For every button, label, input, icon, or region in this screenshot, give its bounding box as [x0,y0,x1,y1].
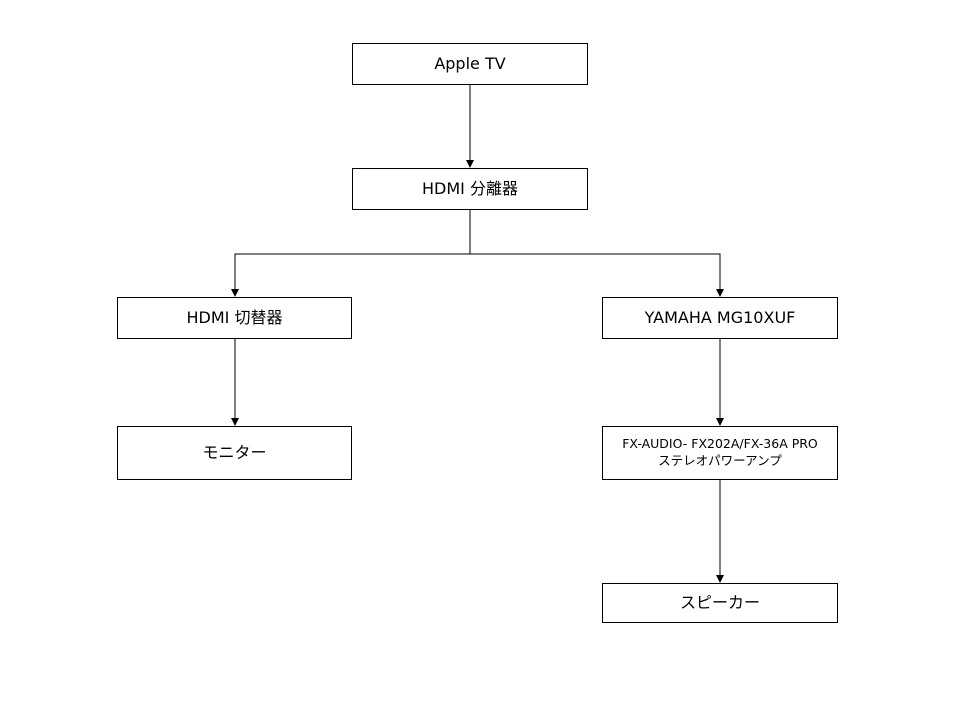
edge-hdmi-splitter-to-hdmi-switch [231,210,471,297]
node-hdmi-switch: HDMI 切替器 [117,297,352,339]
node-speaker: スピーカー [602,583,838,623]
edge-hdmi-splitter-to-yamaha [470,253,724,297]
node-yamaha-mixer: YAMAHA MG10XUF [602,297,838,339]
node-amplifier-type: ステレオパワーアンプ [658,453,782,468]
node-hdmi-switch-label: HDMI 切替器 [186,308,283,328]
node-monitor: モニター [117,426,352,480]
node-speaker-label: スピーカー [679,593,760,613]
node-hdmi-splitter: HDMI 分離器 [352,168,588,210]
node-monitor-label: モニター [202,443,267,463]
node-amplifier-model: FX-AUDIO- FX202A/FX-36A PRO [622,436,818,452]
node-apple-tv-label: Apple TV [434,54,506,74]
node-hdmi-splitter-label: HDMI 分離器 [422,179,518,199]
node-yamaha-mixer-label: YAMAHA MG10XUF [644,308,796,328]
node-apple-tv: Apple TV [352,43,588,85]
node-amplifier: FX-AUDIO- FX202A/FX-36A PRO ステレオパワーアンプ [602,426,838,480]
